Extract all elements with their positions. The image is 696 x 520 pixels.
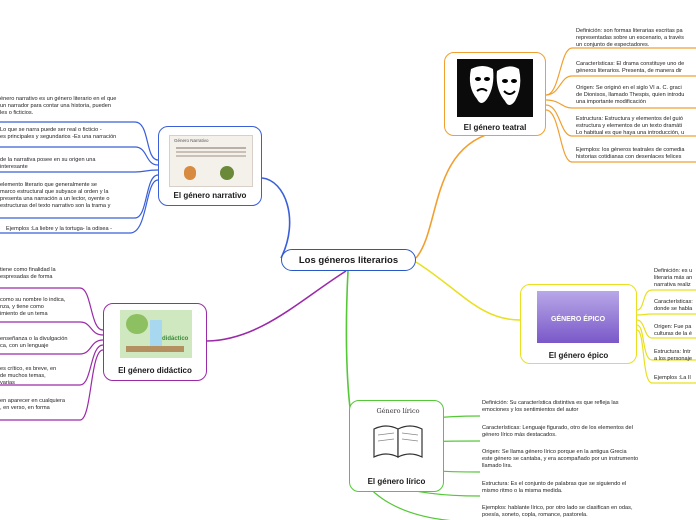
- narrativo-image-text: Género Narrativo: [170, 136, 252, 145]
- central-topic[interactable]: Los géneros literarios: [281, 249, 416, 271]
- leaf-didactico-ejemplos[interactable]: en aparecer en cualquiera , en verso, en…: [0, 398, 65, 412]
- leaf-teatral-definicion[interactable]: Definición: son formas literarias escrit…: [576, 28, 684, 49]
- theatre-masks-icon: [457, 59, 533, 117]
- leaf-narrativo-estructura[interactable]: elemento literario que generalmente se m…: [0, 182, 110, 210]
- leaf-epico-definicion[interactable]: Definición: es u literaria más an narrat…: [654, 268, 692, 289]
- leaf-lirico-origen[interactable]: Origen: Se llama género lírico porque en…: [482, 449, 638, 470]
- leaf-teatral-ejemplos[interactable]: Ejemplos: los géneros teatrales de comed…: [576, 147, 685, 161]
- leaf-teatral-caracteristicas[interactable]: Características: El drama constituye uno…: [576, 61, 684, 75]
- leaf-narrativo-definicion[interactable]: énero narrativo es un género literario e…: [0, 96, 116, 117]
- node-narrativo-title: El género narrativo: [159, 191, 261, 200]
- node-narrativo[interactable]: Género Narrativo El género narrativo: [158, 126, 262, 206]
- leaf-teatral-origen[interactable]: Origen: Se originó en el siglo VI a. C. …: [576, 85, 684, 106]
- leaf-didactico-caracteristicas[interactable]: como su nombre lo indica, nza, y tiene c…: [0, 297, 65, 318]
- didactic-illustration-icon: didáctico: [120, 310, 192, 358]
- lirico-image-text: Género lírico: [370, 407, 426, 415]
- leaf-epico-origen[interactable]: Origen: Fue pa culturas de la é: [654, 324, 692, 338]
- node-epico[interactable]: GÉNERO ÉPICO El género épico: [520, 284, 637, 364]
- node-lirico-title: El género lírico: [350, 477, 443, 486]
- link-central-epico: [416, 262, 520, 320]
- leaf-lirico-definicion[interactable]: Definición: Su característica distintiva…: [482, 400, 619, 414]
- leaf-lirico-ejemplos[interactable]: Ejemplos: hablante lírico, por otro lado…: [482, 505, 633, 519]
- leaf-didactico-estructura[interactable]: es crítico, es breve, en de muchos temas…: [0, 366, 56, 387]
- node-didactico-title: El género didáctico: [104, 366, 206, 375]
- leaf-narrativo-origen[interactable]: de la narrativa posee en su origen una i…: [0, 157, 95, 171]
- link-central-teatral: [416, 133, 492, 258]
- node-teatral[interactable]: El género teatral: [444, 52, 546, 136]
- node-lirico[interactable]: Género lírico El género lírico: [349, 400, 444, 492]
- leaf-epico-ejemplos[interactable]: Ejemplos :La Il: [654, 375, 691, 382]
- didactico-image-text: didáctico: [162, 336, 188, 342]
- open-book-icon: Género lírico: [370, 407, 426, 467]
- document-thumbnail-icon: Género Narrativo: [169, 135, 253, 187]
- leaf-teatral-estructura[interactable]: Estructura: Estructura y elementos del g…: [576, 116, 684, 137]
- leaf-didactico-origen[interactable]: enseñanza o la divulgación ca, con un le…: [0, 336, 68, 350]
- node-epico-title: El género épico: [521, 351, 636, 360]
- node-didactico[interactable]: didáctico El género didáctico: [103, 303, 207, 381]
- node-teatral-title: El género teatral: [445, 123, 545, 132]
- link-central-narrativo: [262, 178, 290, 258]
- leaf-lirico-estructura[interactable]: Estructura: Es el conjunto de palabras q…: [482, 481, 626, 495]
- epico-image-text: GÉNERO ÉPICO: [551, 316, 605, 323]
- leaf-lirico-caracteristicas[interactable]: Características: Lenguaje figurado, otro…: [482, 425, 633, 439]
- link-central-didactico: [207, 271, 346, 341]
- leaf-didactico-definicion[interactable]: tiene como finalidad la espresadas de fo…: [0, 267, 56, 281]
- leaf-epico-estructura[interactable]: Estructura: Intr a los personaje: [654, 349, 692, 363]
- leaf-narrativo-caracteristicas[interactable]: Lo que se narra puede ser real o fictici…: [0, 127, 116, 141]
- epic-banner-icon: GÉNERO ÉPICO: [537, 291, 619, 343]
- leaf-narrativo-ejemplos[interactable]: Ejemplos :La liebre y la tortuga- la odi…: [6, 226, 112, 233]
- leaf-epico-caracteristicas[interactable]: Características: donde se habla: [654, 299, 693, 313]
